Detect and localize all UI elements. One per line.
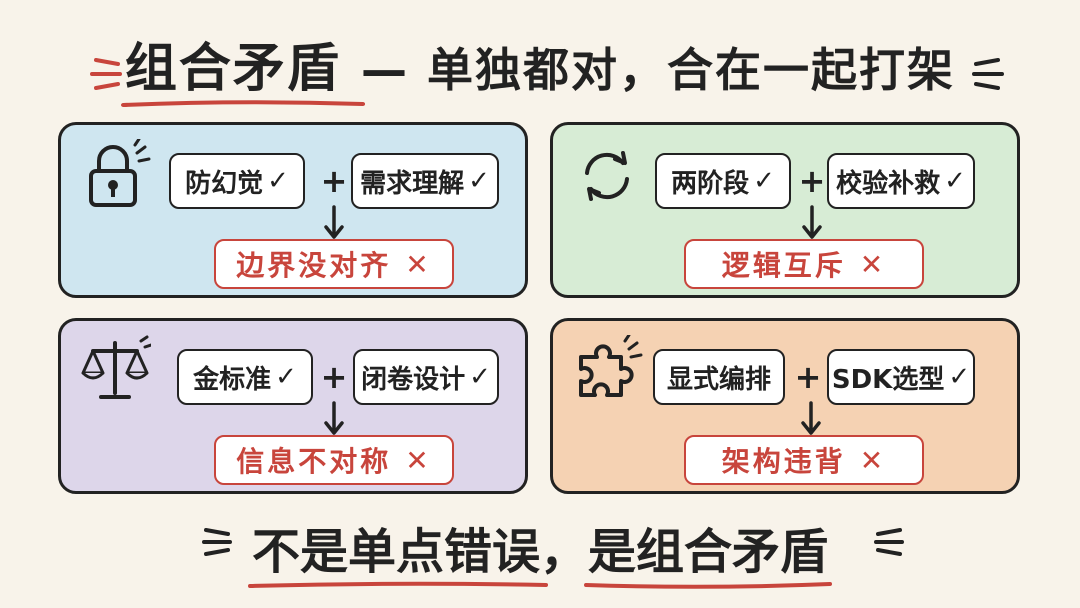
plus-sign: + bbox=[794, 358, 822, 396]
summary-part-1-text: 不是单点错误， bbox=[251, 524, 588, 580]
check-icon: ✓ bbox=[275, 362, 297, 392]
result-label: 边界没对齐 bbox=[236, 249, 392, 282]
chip-gold-standard: 金标准✓ bbox=[177, 349, 313, 405]
page-title: 组合矛盾 — 单独都对，合在一起打架 bbox=[0, 26, 1080, 107]
check-icon: ✓ bbox=[468, 166, 490, 196]
chip-closed-book-design: 闭卷设计✓ bbox=[353, 349, 499, 405]
scale-icon bbox=[81, 335, 151, 399]
arrow-down-icon bbox=[802, 205, 822, 239]
summary-part-2-text: 是组合矛盾 bbox=[588, 524, 829, 580]
chip-two-stage: 两阶段✓ bbox=[655, 153, 791, 209]
emphasis-dashes-icon bbox=[202, 528, 232, 556]
result-label: 架构违背 bbox=[721, 445, 846, 478]
chip-label: 需求理解 bbox=[360, 168, 465, 199]
cross-icon: ✕ bbox=[405, 247, 432, 281]
result-conflict: 架构违背 ✕ bbox=[684, 435, 924, 485]
result-label: 信息不对称 bbox=[236, 445, 392, 478]
chip-sdk-selection: SDK选型✓ bbox=[827, 349, 975, 405]
emphasis-dashes-icon bbox=[874, 528, 904, 556]
chip-explicit-orchestration: 显式编排 bbox=[653, 349, 785, 405]
panel-hallucination: 防幻觉✓ + 需求理解✓ 边界没对齐✕ bbox=[58, 122, 528, 298]
panel-explicit-orchestration: 显式编排 + SDK选型✓ 架构违背 ✕ bbox=[550, 318, 1020, 494]
result-conflict: 信息不对称 ✕ bbox=[214, 435, 454, 485]
panel-two-stage: 两阶段✓ + 校验补救✓ 逻辑互斥✕ bbox=[550, 122, 1020, 298]
check-icon: ✓ bbox=[469, 362, 491, 392]
check-icon: ✓ bbox=[267, 166, 289, 196]
check-icon: ✓ bbox=[944, 166, 966, 196]
chip-verification-remedy: 校验补救✓ bbox=[827, 153, 975, 209]
chip-label: 校验补救 bbox=[836, 168, 941, 199]
title-main: 组合矛盾 bbox=[120, 39, 366, 107]
plus-sign: + bbox=[320, 162, 348, 200]
chip-anti-hallucination: 防幻觉✓ bbox=[169, 153, 305, 209]
emphasis-dashes-icon bbox=[90, 58, 122, 90]
check-icon: ✓ bbox=[948, 362, 971, 392]
chip-label: 两阶段 bbox=[671, 168, 750, 199]
result-conflict: 逻辑互斥 ✕ bbox=[684, 239, 924, 289]
summary-underline bbox=[247, 580, 548, 590]
puzzle-icon bbox=[579, 335, 643, 397]
title-main-text: 组合矛盾 bbox=[124, 39, 341, 99]
summary-part-2: 是组合矛盾 bbox=[584, 512, 833, 589]
emphasis-dashes-icon bbox=[972, 58, 1004, 90]
summary-part-1: 不是单点错误， bbox=[247, 512, 588, 588]
arrow-down-icon bbox=[801, 401, 821, 435]
chip-requirement-understanding: 需求理解✓ bbox=[351, 153, 499, 209]
refresh-icon bbox=[585, 151, 629, 201]
check-icon: ✓ bbox=[753, 166, 775, 196]
cross-icon: ✕ bbox=[405, 443, 432, 477]
result-conflict: 边界没对齐 ✕ bbox=[214, 239, 454, 289]
bottom-summary: 不是单点错误， 是组合矛盾 bbox=[0, 512, 1080, 589]
plus-sign: + bbox=[320, 358, 348, 396]
cross-icon: ✕ bbox=[859, 443, 887, 477]
summary-underline bbox=[584, 580, 833, 590]
chip-label: SDK选型 bbox=[831, 364, 945, 395]
title-underline bbox=[120, 99, 366, 109]
arrow-down-icon bbox=[324, 401, 344, 435]
lock-icon bbox=[89, 139, 151, 207]
plus-sign: + bbox=[798, 162, 826, 200]
title-subtitle: — 单独都对，合在一起打架 bbox=[361, 43, 956, 97]
arrow-down-icon bbox=[324, 205, 344, 239]
result-label: 逻辑互斥 bbox=[721, 249, 846, 282]
chip-label: 防幻觉 bbox=[185, 168, 264, 199]
chip-label: 闭卷设计 bbox=[361, 364, 466, 395]
panel-gold-standard: 金标准✓ + 闭卷设计✓ 信息不对称✕ bbox=[58, 318, 528, 494]
cross-icon: ✕ bbox=[859, 247, 887, 281]
chip-label: 金标准 bbox=[193, 364, 272, 395]
chip-label: 显式编排 bbox=[666, 364, 771, 395]
